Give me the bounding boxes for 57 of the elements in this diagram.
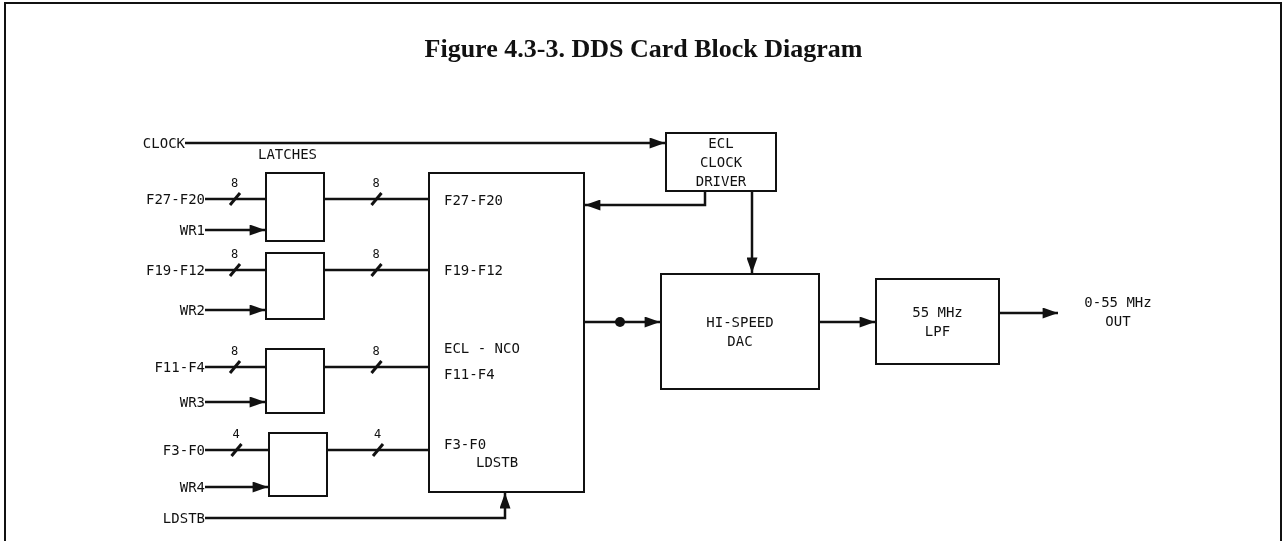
arrow xyxy=(205,481,268,493)
signal-label: F11-F4 xyxy=(90,357,205,377)
bus-width-label: 4 xyxy=(374,428,382,440)
port-label: ECL - NCO xyxy=(444,340,520,356)
arrow xyxy=(185,137,665,149)
bus-width-label: 8 xyxy=(372,177,380,189)
signal-label: CLOCK xyxy=(95,133,185,153)
output-label: 0-55 MHz OUT xyxy=(1058,290,1178,334)
block-box xyxy=(875,278,1000,365)
bus-line xyxy=(205,365,265,369)
signal-label: F3-F0 xyxy=(90,440,205,460)
bus-width-label: 8 xyxy=(372,248,380,260)
signal-label: WR3 xyxy=(125,392,205,412)
block-label: HI-SPEED DAC xyxy=(705,312,775,351)
arrow xyxy=(205,304,265,316)
block-label: ECL CLOCK DRIVER xyxy=(694,133,748,191)
bus-line xyxy=(325,197,428,201)
port-label: F3-F0 xyxy=(444,436,487,452)
nco-block-box xyxy=(428,172,585,493)
signal-label: F27-F20 xyxy=(90,189,205,209)
bus-width-label: 8 xyxy=(231,248,239,260)
block-box xyxy=(660,273,820,390)
bus-line xyxy=(205,268,265,272)
figure-title: Figure 4.3-3. DDS Card Block Diagram xyxy=(423,34,864,64)
latch-box xyxy=(265,252,325,320)
bus-line xyxy=(205,197,265,201)
arrow xyxy=(205,396,265,408)
signal-label: WR1 xyxy=(125,220,205,240)
port-label: LDSTB xyxy=(476,454,519,470)
bus-width-label: 8 xyxy=(372,345,380,357)
arrow xyxy=(585,192,707,211)
latch-box xyxy=(265,172,325,242)
signal-label: WR4 xyxy=(125,477,205,497)
bus-line xyxy=(328,448,428,452)
arrow xyxy=(205,224,265,236)
block-label: 55 MHz LPF xyxy=(911,302,964,341)
bus-line xyxy=(325,365,428,369)
latch-box xyxy=(265,348,325,414)
arrow xyxy=(820,316,875,328)
arrow xyxy=(585,316,660,328)
group-label: LATCHES xyxy=(258,146,317,162)
signal-label: WR2 xyxy=(125,300,205,320)
bus-width-label: 8 xyxy=(231,345,239,357)
block-box xyxy=(665,132,777,192)
signal-label: F19-F12 xyxy=(90,260,205,280)
bus-line xyxy=(325,268,428,272)
arrow xyxy=(205,493,511,520)
port-label: F27-F20 xyxy=(444,192,503,208)
signal-label: LDSTB xyxy=(90,508,205,528)
arrow xyxy=(746,192,758,273)
latch-box xyxy=(268,432,328,497)
bus-line xyxy=(205,448,268,452)
port-label: F11-F4 xyxy=(444,366,495,382)
bus-width-label: 8 xyxy=(231,177,239,189)
port-label: F19-F12 xyxy=(444,262,503,278)
bus-width-label: 4 xyxy=(232,428,240,440)
arrow xyxy=(1000,307,1058,319)
